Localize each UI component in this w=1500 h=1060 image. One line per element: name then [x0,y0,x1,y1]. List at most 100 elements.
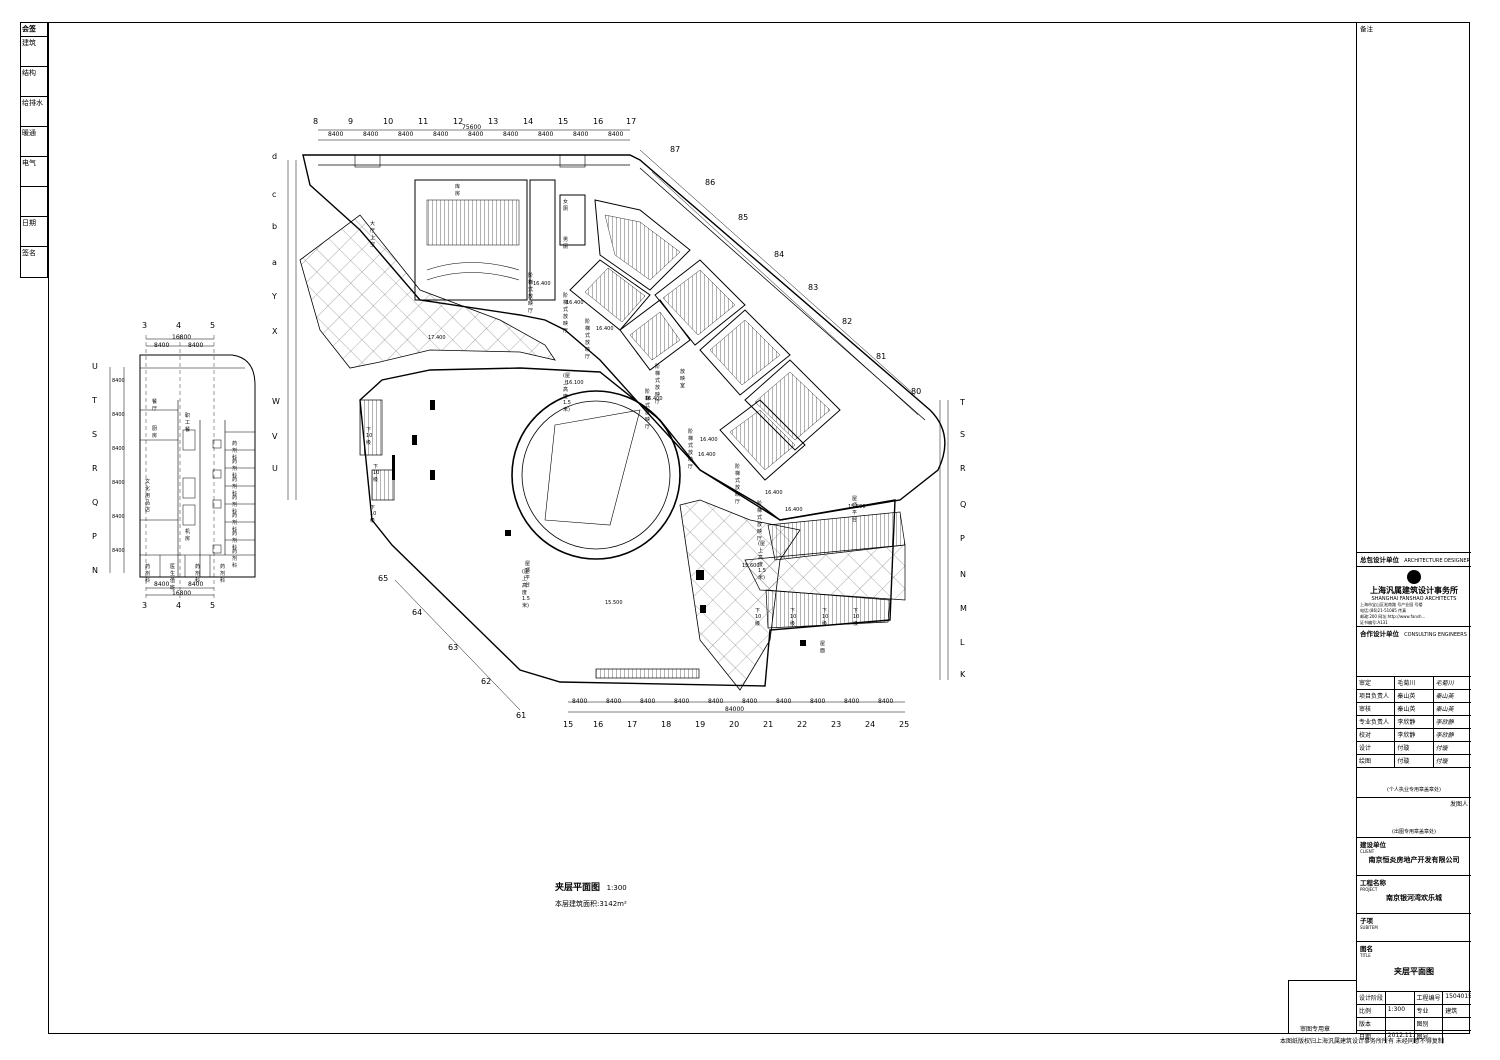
countersign-row: 电气 [21,157,47,187]
coop-unit-label-en: CONSULTING ENGINEERS [1404,632,1467,638]
axis-label: 21 [763,720,774,729]
dim-label: 8400 [328,131,344,138]
dimension-lines [287,129,949,713]
elevation-label: 16.100 [566,380,584,386]
remark-label: 备注 [1360,25,1373,33]
axis-label: 18 [661,720,672,729]
room-label: 下10级 [755,608,762,627]
cinema-block-north [318,154,630,301]
inset-dimension-lines [109,338,214,596]
approval-role: 审核 [1357,703,1396,715]
axis-label: 15 [563,720,574,729]
dim-label: 8400 [112,446,125,452]
axis-label: 13 [488,117,499,126]
top-total-dim: 75600 [462,124,482,131]
elevation-label: 16.400 [596,326,614,332]
axis-label: 11 [418,117,429,126]
dim-label: 8400 [188,581,204,588]
axis-label: 4 [176,601,182,610]
dim-label: 8400 [503,131,519,138]
review-stamp-label: 审图专用章 [1300,1026,1331,1033]
countersign-row: 签名 [22,249,36,257]
subitem-label-en: SUBITEM [1360,925,1378,930]
firm-name: 上海汎属建筑设计事务所 [1370,586,1458,595]
plan-area: 本层建筑面积:3142m² [555,900,627,908]
approval-sign: 付璇 [1435,745,1448,752]
meta-cell: 设计阶段 [1357,992,1386,1004]
axis-label: a [272,258,277,267]
meta-cell: 图别 [1415,1018,1444,1030]
axis-label: 22 [797,720,808,729]
plan-scale: 1:300 [606,884,627,892]
firm-logo-icon [1407,570,1421,584]
elevation-label: 16.400 [533,281,551,287]
room-label: 阶梯式放映厅 [563,293,569,334]
axis-label: 9 [348,117,354,126]
axis-label: 12 [453,117,464,126]
copyright-note: 本图纸版权归上海汎属建筑设计事务所所有 未经同意不得复制 [1280,1038,1444,1045]
meta-cell: 日期 [1357,1031,1386,1043]
axis-label: 5 [210,321,216,330]
approval-row: 专业负责人李欣静李欣静 [1357,715,1471,728]
room-label: 文化用品店 [145,479,151,513]
inset-plan [139,335,256,600]
elevation-label: 16.400 [765,490,783,496]
firm-info: 电话:(86)21-51085 传真 [1360,608,1407,613]
axis-label: d [272,152,278,161]
project-name: 南京银河湾欢乐城 [1386,894,1442,902]
room-label: 厨房 [152,426,158,439]
dim-label: 8400 [398,131,414,138]
axis-label: 80 [911,387,922,396]
meta-cell: 比例 [1357,1005,1386,1017]
axis-label: 15 [558,117,569,126]
client-row: 建设单位 CLIENT 南京恒炎房地产开发有限公司 [1357,837,1471,875]
meta-cell [1386,992,1415,1004]
axis-label: 86 [705,178,716,187]
countersign-row: 结构 [21,67,47,97]
room-label: 阶梯式放映厅 [528,273,534,314]
design-unit-row: 总包设计单位 ARCHITECTURE DESIGNER [1357,552,1471,566]
axis-label: 20 [729,720,740,729]
approval-sign: 付璇 [1435,758,1448,765]
elevation-label: 16.400 [566,300,584,306]
dim-label: 8400 [844,698,860,705]
meta-cell: 建筑 [1445,1008,1458,1015]
meta-cell: 工程编号 [1415,992,1444,1004]
approval-role: 专业负责人 [1357,716,1396,728]
approval-sign: 秦山英 [1435,693,1454,700]
axis-label: 62 [481,677,492,686]
axis-label: R [92,464,98,473]
room-label: 库房 [455,184,461,197]
axis-label: c [272,190,277,199]
bottom-total-dim: 84000 [725,706,745,713]
dim-label: 8400 [708,698,724,705]
room-label: 职工餐 [185,413,191,433]
elevation-label: 16.400 [700,437,718,443]
axis-label: U [92,362,98,371]
room-label: 药剂科 [195,564,201,584]
axis-label: L [960,638,965,647]
cinema-halls-diagonal [569,167,926,481]
dim-label: 8400 [572,698,588,705]
elevation-label: 15.500 [605,600,623,606]
axis-label: W [272,397,280,406]
approval-sign: 李欣静 [1435,719,1454,726]
dim-label: 8400 [606,698,622,705]
approval-role: 设计 [1357,742,1396,754]
countersign-row: 日期 [21,217,47,247]
approval-sign: 秦山英 [1435,706,1454,713]
approval-name: 付璇 [1395,742,1434,754]
room-label: 餐厅 [152,399,158,412]
room-label: 药剂科 [145,564,151,584]
project-label-en: PROJECT [1360,887,1378,892]
room-label: 阶梯式放映厅 [655,364,661,405]
drawing-label-en: TITLE [1360,953,1371,958]
countersign-title: 会签 [21,23,47,37]
stairs [359,399,906,679]
axis-label: K [960,670,966,679]
approval-name: 毛菊川 [1395,677,1434,689]
axis-label: M [960,604,967,613]
